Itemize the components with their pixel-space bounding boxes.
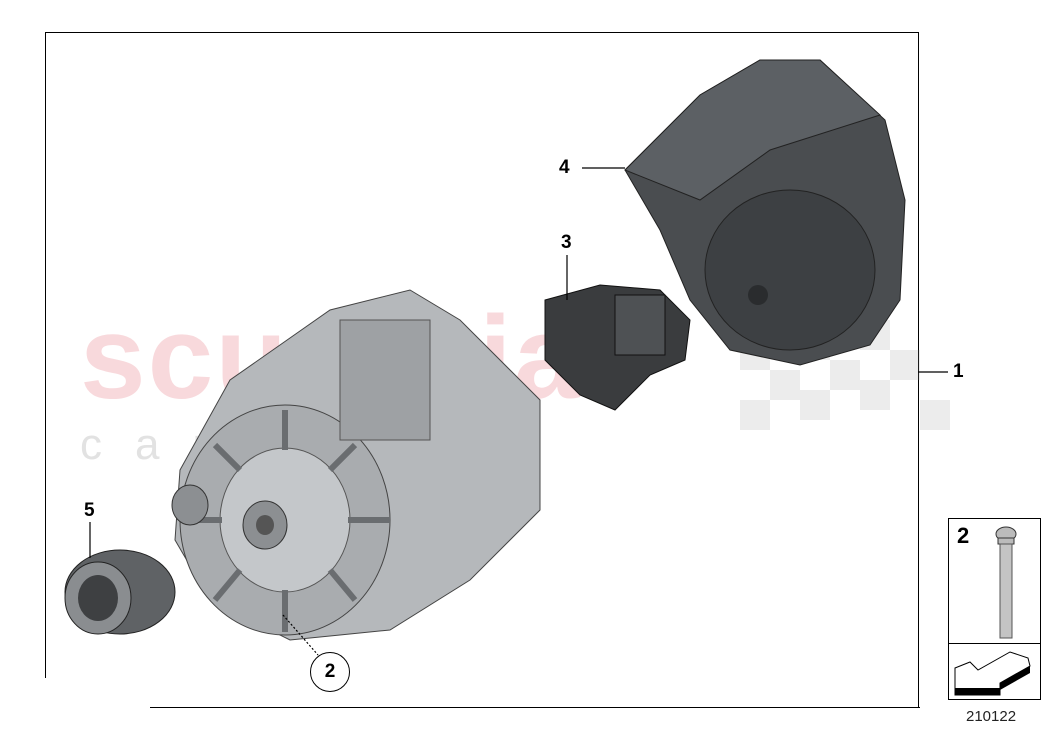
callout-1: 1 bbox=[953, 361, 964, 382]
callout-4: 4 bbox=[559, 157, 570, 178]
diagram-frame bbox=[45, 32, 919, 708]
rear-cover bbox=[624, 59, 906, 366]
frame-bottom-line bbox=[150, 707, 920, 708]
legend-part-number: 2 bbox=[957, 523, 970, 548]
legend-box: 2 bbox=[948, 518, 1041, 700]
voltage-regulator bbox=[544, 284, 691, 411]
callout-3: 3 bbox=[561, 232, 572, 253]
callout-2-circle: 2 bbox=[310, 652, 350, 692]
bolt-icon bbox=[995, 526, 1017, 639]
leader-lines bbox=[89, 167, 948, 656]
diagram-id: 210122 bbox=[966, 708, 1017, 725]
arrow-left-icon bbox=[954, 651, 1031, 696]
alternator bbox=[171, 289, 541, 641]
pulley bbox=[64, 549, 176, 635]
callout-5: 5 bbox=[84, 500, 95, 521]
